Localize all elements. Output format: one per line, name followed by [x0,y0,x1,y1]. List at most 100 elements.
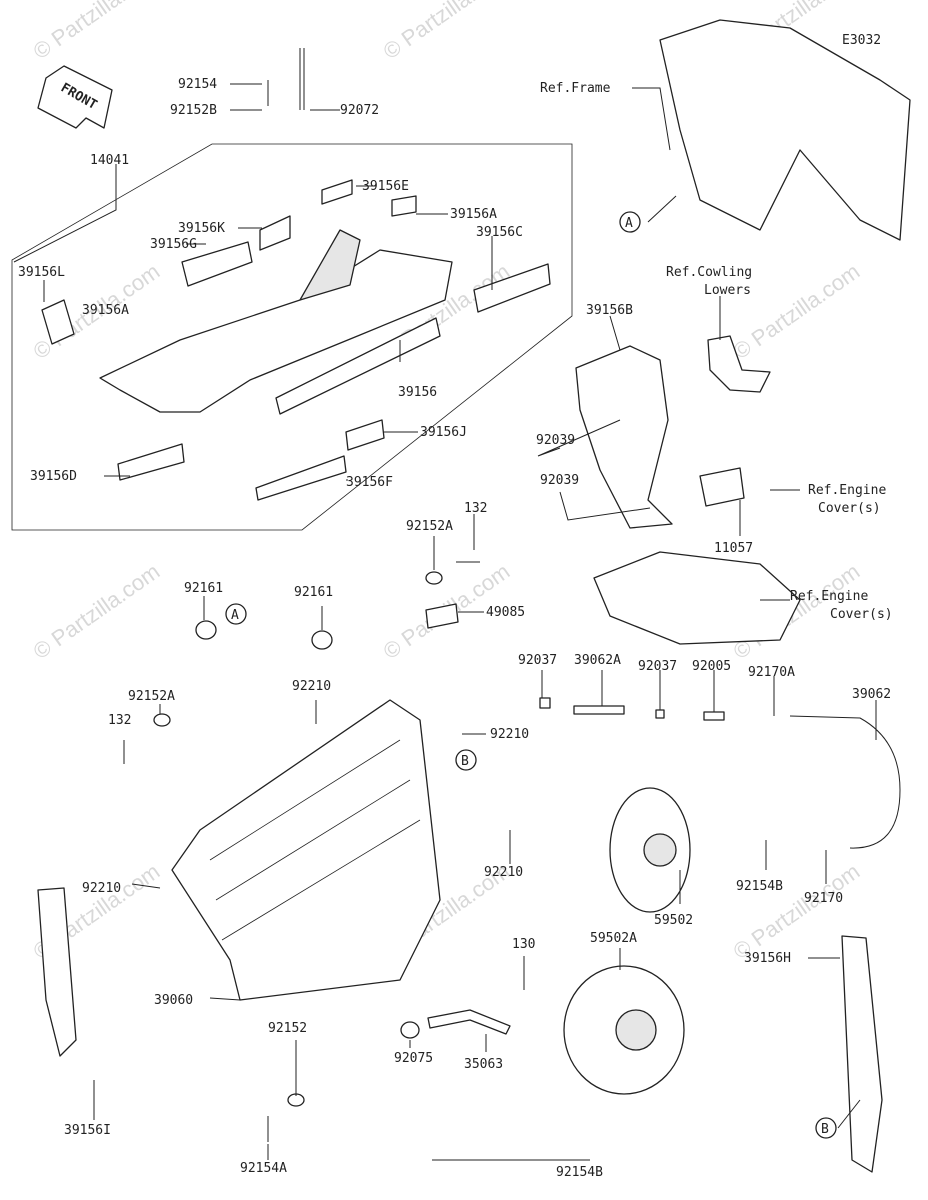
diagram-code: E3032 [842,33,881,48]
label-39156H: 39156H [744,951,791,966]
clamp-92037a [539,697,551,709]
label-92154: 92154 [178,77,217,92]
svg-text:© Partzilla.com: © Partzilla.com [29,559,165,665]
foam-39156D [117,443,185,481]
label-11057: 11057 [714,541,753,556]
foam-39156 [275,317,441,415]
label-92072: 92072 [340,103,379,118]
label-92152: 92152 [268,1021,307,1036]
label-39156C: 39156C [476,225,523,240]
label-ref-frame: Ref.Frame [540,81,611,96]
label-92075: 92075 [394,1051,433,1066]
callouts: A A B B [225,211,837,1139]
label-92154B-a: 92154B [736,879,783,894]
label-92170: 92170 [804,891,843,906]
label-92152A-left: 92152A [128,689,175,704]
label-92210c: 92210 [484,865,523,880]
bracket-11057 [699,467,745,507]
engine-cover [593,551,801,645]
label-92154A: 92154A [240,1161,287,1176]
label-59502: 59502 [654,913,693,928]
clamp-92037b [655,709,665,719]
label-39156D: 39156D [30,469,77,484]
fitting-92005 [703,711,725,721]
cap-92152A [425,571,443,585]
label-59502A: 59502A [590,931,637,946]
part-labels: 92154 92152B 92072 14041 39156E 39156A 3… [18,77,893,1180]
label-92210a: 92210 [292,679,331,694]
svg-text:© Partzilla.com: © Partzilla.com [29,0,165,64]
label-49085: 49085 [486,605,525,620]
label-92161b: 92161 [294,585,333,600]
frame-outline [659,19,911,241]
label-92037a: 92037 [518,653,557,668]
stay-35063 [427,1009,511,1035]
foam-39156H [841,935,883,1173]
label-92005: 92005 [692,659,731,674]
foam-39156A [391,195,417,217]
foam-39156L [41,299,75,345]
svg-text:© Partzilla.com: © Partzilla.com [379,0,515,64]
cowling-lowers-bracket [707,335,771,393]
label-39156J: 39156J [420,425,467,440]
label-92039a: 92039 [536,433,575,448]
label-132-left: 132 [108,713,131,728]
label-39156: 39156 [398,385,437,400]
callout-b-foam: B [821,1122,829,1137]
label-39156I: 39156I [64,1123,111,1138]
label-92210b: 92210 [490,727,529,742]
label-ref-engine-b1: Ref.Engine [790,589,868,604]
grommet-92161b [311,630,333,650]
radiator-39060 [171,699,441,1001]
label-ref-engine-a2: Cover(s) [818,501,881,516]
label-39156B: 39156B [586,303,633,318]
label-92210d: 92210 [82,881,121,896]
label-39062: 39062 [852,687,891,702]
callout-b-radiator: B [461,754,469,769]
foam-39156K [259,215,291,251]
radiator-cap-49085 [425,603,459,629]
label-39156A-partial: 39156A [82,303,129,318]
label-92152A-top: 92152A [406,519,453,534]
label-92154B-b: 92154B [556,1165,603,1180]
front-arrow-icon: FRONT [37,65,113,129]
grommet-92075 [400,1021,420,1039]
label-39156G: 39156G [150,237,197,252]
label-ref-cowling-1: Ref.Cowling [666,265,752,280]
label-39062A: 39062A [574,653,621,668]
foam-39156G [181,241,253,287]
hose-39062 [789,715,901,849]
foam-39156E [321,179,353,205]
label-ref-engine-b2: Cover(s) [830,607,893,622]
foam-39156I [37,887,77,1057]
label-92152B: 92152B [170,103,217,118]
label-35063: 35063 [464,1057,503,1072]
part-shapes [37,19,911,1173]
cover-39156B [575,345,673,529]
label-39156K: 39156K [178,221,225,236]
label-39156A: 39156A [450,207,497,222]
label-ref-cowling-2: Lowers [704,283,751,298]
label-39156F: 39156F [346,475,393,490]
label-ref-engine-a1: Ref.Engine [808,483,886,498]
leader-lines [13,83,877,1161]
label-130: 130 [512,937,535,952]
hose-39062A [573,705,625,715]
callout-a-frame: A [625,216,633,231]
foam-39156C [473,263,551,313]
assembly-box-14041 [11,143,573,531]
label-92161a: 92161 [184,581,223,596]
collar-92152A [153,713,171,727]
foam-39156J [345,419,385,451]
label-39156L: 39156L [18,265,65,280]
label-14041: 14041 [90,153,129,168]
cowling-bracket-14041 [99,249,453,413]
label-92170A: 92170A [748,665,795,680]
grommet-92161a [195,620,217,640]
label-39060: 39060 [154,993,193,1008]
foam-39156F [255,455,347,501]
label-39156E: 39156E [362,179,409,194]
label-92037b: 92037 [638,659,677,674]
callout-a-radiator: A [231,608,239,623]
